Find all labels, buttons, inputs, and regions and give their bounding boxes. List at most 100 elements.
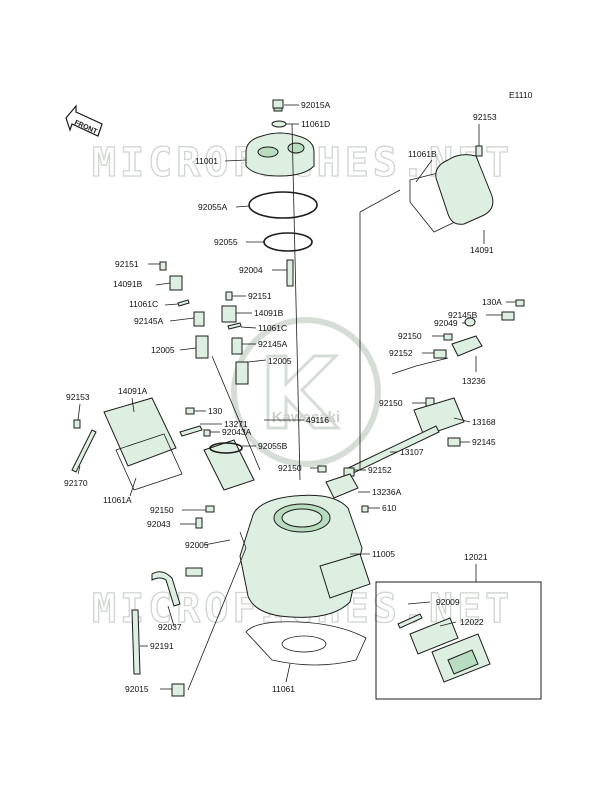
label-92150-center: 92150	[278, 463, 302, 473]
label-92153-top-right: 92153	[473, 112, 497, 122]
label-14091b-center: 14091B	[254, 308, 284, 318]
label-11061c-left: 11061C	[129, 299, 158, 309]
plug-92015	[171, 683, 185, 697]
link-13236	[451, 335, 483, 357]
label-11061b: 11061B	[408, 149, 437, 159]
label-13107: 13107	[400, 447, 424, 457]
collar-92152-mid	[343, 467, 355, 477]
o-ring-92055	[263, 232, 313, 252]
label-92145a-left: 92145A	[134, 316, 164, 326]
label-14091: 14091	[470, 245, 494, 255]
gasket-49116	[203, 439, 255, 491]
bolt-92153-left	[73, 419, 81, 429]
spring-92145b	[501, 311, 515, 321]
label-14091b-left: 14091B	[113, 279, 143, 289]
label-92151-center: 92151	[248, 291, 272, 301]
label-49116: 49116	[306, 415, 329, 425]
label-92145: 92145	[472, 437, 496, 447]
label-92049: 92049	[434, 318, 458, 328]
hose-92037	[151, 571, 181, 607]
valve-12005-center	[235, 361, 249, 385]
label-92151-left: 92151	[115, 259, 139, 269]
label-130: 130	[208, 406, 222, 416]
label-92152-right: 92152	[389, 348, 413, 358]
label-13236: 13236	[462, 376, 486, 386]
label-92055: 92055	[214, 237, 238, 247]
label-92037: 92037	[158, 622, 182, 632]
cylinder-head-11001	[245, 132, 315, 177]
label-11061: 11061	[272, 684, 295, 694]
reed-valve-inset	[375, 581, 542, 700]
label-92009: 92009	[436, 597, 460, 607]
label-92055b: 92055B	[258, 441, 288, 451]
label-12005-center: 12005	[268, 356, 292, 366]
label-11061c-center: 11061C	[258, 323, 287, 333]
part-labels: 92015A 11061D 11001 92055A 92055 92004 9…	[64, 100, 502, 694]
head-bolt-92015a	[272, 99, 284, 112]
washer-92049	[464, 317, 476, 327]
label-92150-right: 92150	[398, 331, 422, 341]
watermark-logo-text: Kawasaki	[272, 409, 340, 426]
label-92152-mid: 92152	[368, 465, 392, 475]
link-13236a	[325, 473, 359, 499]
label-11001: 11001	[195, 156, 218, 166]
front-arrow: FRONT	[65, 104, 103, 137]
cap-14091b-left	[169, 275, 183, 291]
diagram-code: E1110	[509, 90, 533, 100]
collar-92152-right	[433, 349, 447, 359]
label-12005-left: 12005	[151, 345, 175, 355]
spring-92145a-left	[193, 311, 205, 327]
cylinder-11005	[239, 494, 371, 618]
bolt-92151-center	[225, 291, 233, 301]
gasket-11061a	[115, 433, 183, 491]
label-92150-left: 92150	[150, 505, 174, 515]
label-92015: 92015	[125, 684, 149, 694]
screw-92150-center	[317, 465, 327, 473]
o-ring-92055b	[209, 442, 243, 454]
label-92005: 92005	[185, 540, 209, 550]
spring-92145a-center	[231, 337, 243, 355]
label-13168: 13168	[472, 417, 496, 427]
label-12021: 12021	[464, 552, 488, 562]
label-11061a: 11061A	[103, 495, 132, 505]
cap-14091b-center	[221, 305, 237, 323]
gasket-11061c-center	[227, 322, 242, 330]
fitting-92005	[185, 567, 203, 577]
cover-14091	[435, 154, 494, 225]
rod-92170	[71, 429, 97, 473]
screw-92150-left	[205, 505, 215, 513]
pin-610	[361, 505, 369, 513]
clip-92043	[195, 517, 203, 529]
bolt-92151-left	[159, 261, 167, 271]
bolt-92153-top-right	[475, 145, 483, 157]
stud-92004	[286, 259, 294, 287]
lever-13271	[179, 425, 203, 437]
cover-14091a	[103, 397, 177, 467]
label-92150-mid: 92150	[379, 398, 403, 408]
label-14091a: 14091A	[118, 386, 148, 396]
clip-92043a	[203, 429, 211, 437]
spring-92145	[447, 437, 461, 447]
label-92004: 92004	[239, 265, 263, 275]
holder-13168	[413, 397, 465, 437]
valve-12005-left	[195, 335, 209, 359]
base-gasket-11061	[245, 621, 367, 666]
kawasaki-watermark-logo: Kawasaki	[231, 317, 381, 467]
o-ring-92055a	[248, 191, 318, 219]
gasket-11061c-left	[177, 299, 190, 307]
washer-11061d	[271, 120, 287, 128]
label-13271: 13271	[224, 419, 248, 429]
screw-130a	[515, 299, 525, 307]
label-130a: 130A	[482, 297, 502, 307]
label-92170: 92170	[64, 478, 88, 488]
label-12022: 12022	[460, 617, 484, 627]
label-92145a-center: 92145A	[258, 339, 288, 349]
leader-lines	[77, 104, 516, 691]
label-92055a: 92055A	[198, 202, 228, 212]
label-92145b: 92145B	[448, 310, 478, 320]
label-13236a: 13236A	[372, 487, 402, 497]
hose-92191	[131, 609, 141, 675]
label-11005: 11005	[372, 549, 395, 559]
label-92153-left: 92153	[66, 392, 90, 402]
